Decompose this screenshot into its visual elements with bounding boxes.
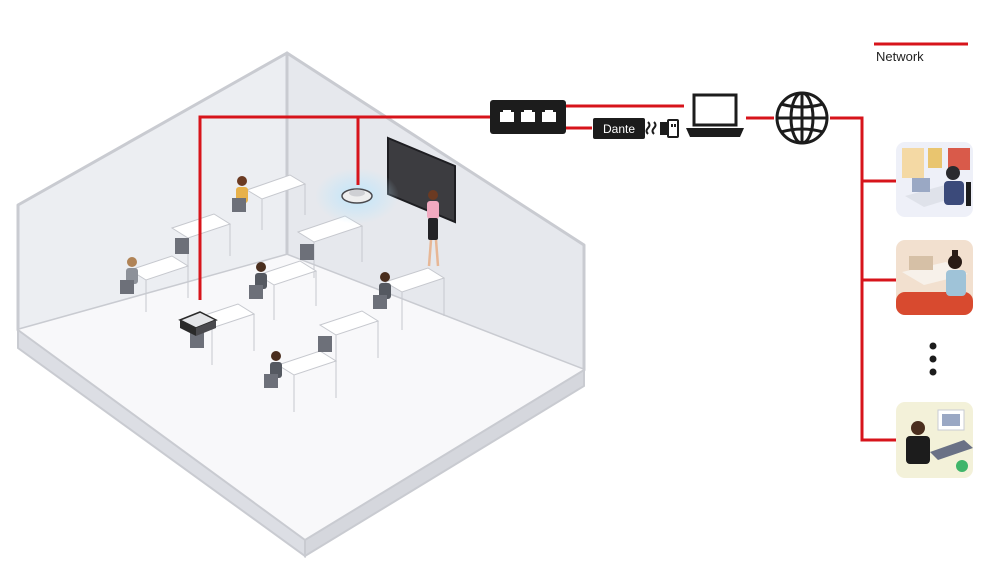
legend-label: Network bbox=[876, 49, 924, 64]
ceiling-microphone-icon bbox=[315, 168, 399, 224]
speaker-device-icon bbox=[178, 311, 218, 336]
usb-cable-icon bbox=[645, 121, 657, 135]
desk-5 bbox=[256, 260, 318, 320]
remote-participant-icon bbox=[896, 142, 973, 478]
remote-participant-3 bbox=[896, 402, 973, 478]
network-line-room-to-switch bbox=[198, 115, 490, 300]
students bbox=[120, 176, 391, 388]
dante-label: Dante bbox=[603, 122, 635, 136]
room-floor bbox=[18, 255, 584, 540]
desk-8 bbox=[318, 310, 380, 372]
laptop-icon bbox=[686, 93, 744, 137]
dante-usb-adapter-icon: Dante bbox=[593, 118, 679, 139]
globe-icon bbox=[775, 91, 829, 145]
network-switch-icon bbox=[490, 100, 566, 134]
student-3 bbox=[249, 262, 267, 299]
remote-participant-1 bbox=[896, 142, 973, 217]
empty-chairs bbox=[175, 238, 332, 352]
student-1 bbox=[232, 176, 248, 212]
student-5 bbox=[264, 351, 282, 388]
desk-4 bbox=[128, 255, 190, 312]
student-2 bbox=[120, 257, 138, 294]
remote-participant-2 bbox=[896, 240, 973, 315]
display-screen-icon bbox=[387, 136, 456, 224]
dante-badge bbox=[593, 118, 645, 139]
ellipsis-icon bbox=[929, 342, 937, 376]
network-lines bbox=[198, 104, 896, 442]
room-front-edge-right bbox=[304, 368, 585, 558]
desk-9 bbox=[276, 350, 338, 412]
desk-1 bbox=[245, 174, 307, 230]
student-4 bbox=[373, 272, 391, 309]
desk-6 bbox=[383, 267, 446, 330]
teacher-figure bbox=[427, 190, 440, 267]
